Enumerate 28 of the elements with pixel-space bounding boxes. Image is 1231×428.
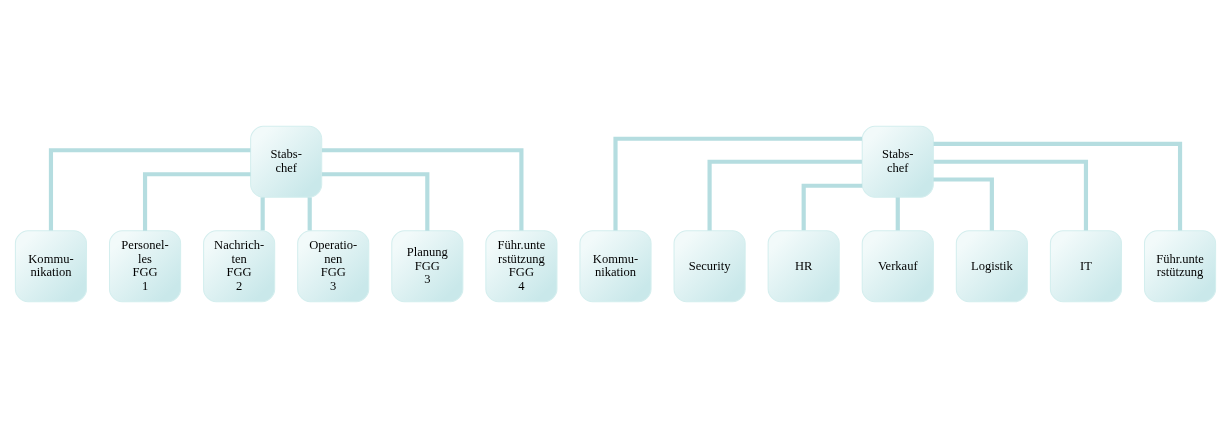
connector	[260, 197, 265, 231]
connector	[801, 183, 863, 231]
connector	[613, 136, 862, 231]
node-box: Führ.unte rstützung	[1143, 230, 1217, 303]
connector	[48, 148, 251, 231]
node-box: Personel- les FGG 1	[108, 230, 182, 303]
node-box: Planung FGG 3	[391, 230, 464, 303]
node-box: Führ.unte rstützung FGG 4	[485, 230, 558, 303]
connector	[933, 177, 994, 231]
node-box: Verkauf	[861, 230, 934, 303]
node-box: Logistik	[955, 230, 1028, 303]
connector	[142, 172, 251, 231]
connector	[895, 197, 900, 231]
node-box: Kommu- nikation	[14, 230, 88, 303]
connector	[933, 141, 1183, 231]
node-box: Security	[673, 230, 746, 303]
node-box: Kommu- nikation	[579, 230, 652, 303]
connector	[707, 159, 862, 231]
connector	[933, 159, 1089, 231]
node-box: Stabs- chef	[250, 125, 323, 198]
connector	[321, 172, 430, 231]
connector	[307, 197, 312, 231]
node-box: Operatio- nen FGG 3	[297, 230, 370, 303]
node-box: HR	[767, 230, 840, 303]
connector	[321, 148, 524, 231]
node-box: IT	[1049, 230, 1123, 303]
node-box: Nachrich- ten FGG 2	[203, 230, 276, 303]
node-box: Stabs- chef	[861, 125, 934, 198]
